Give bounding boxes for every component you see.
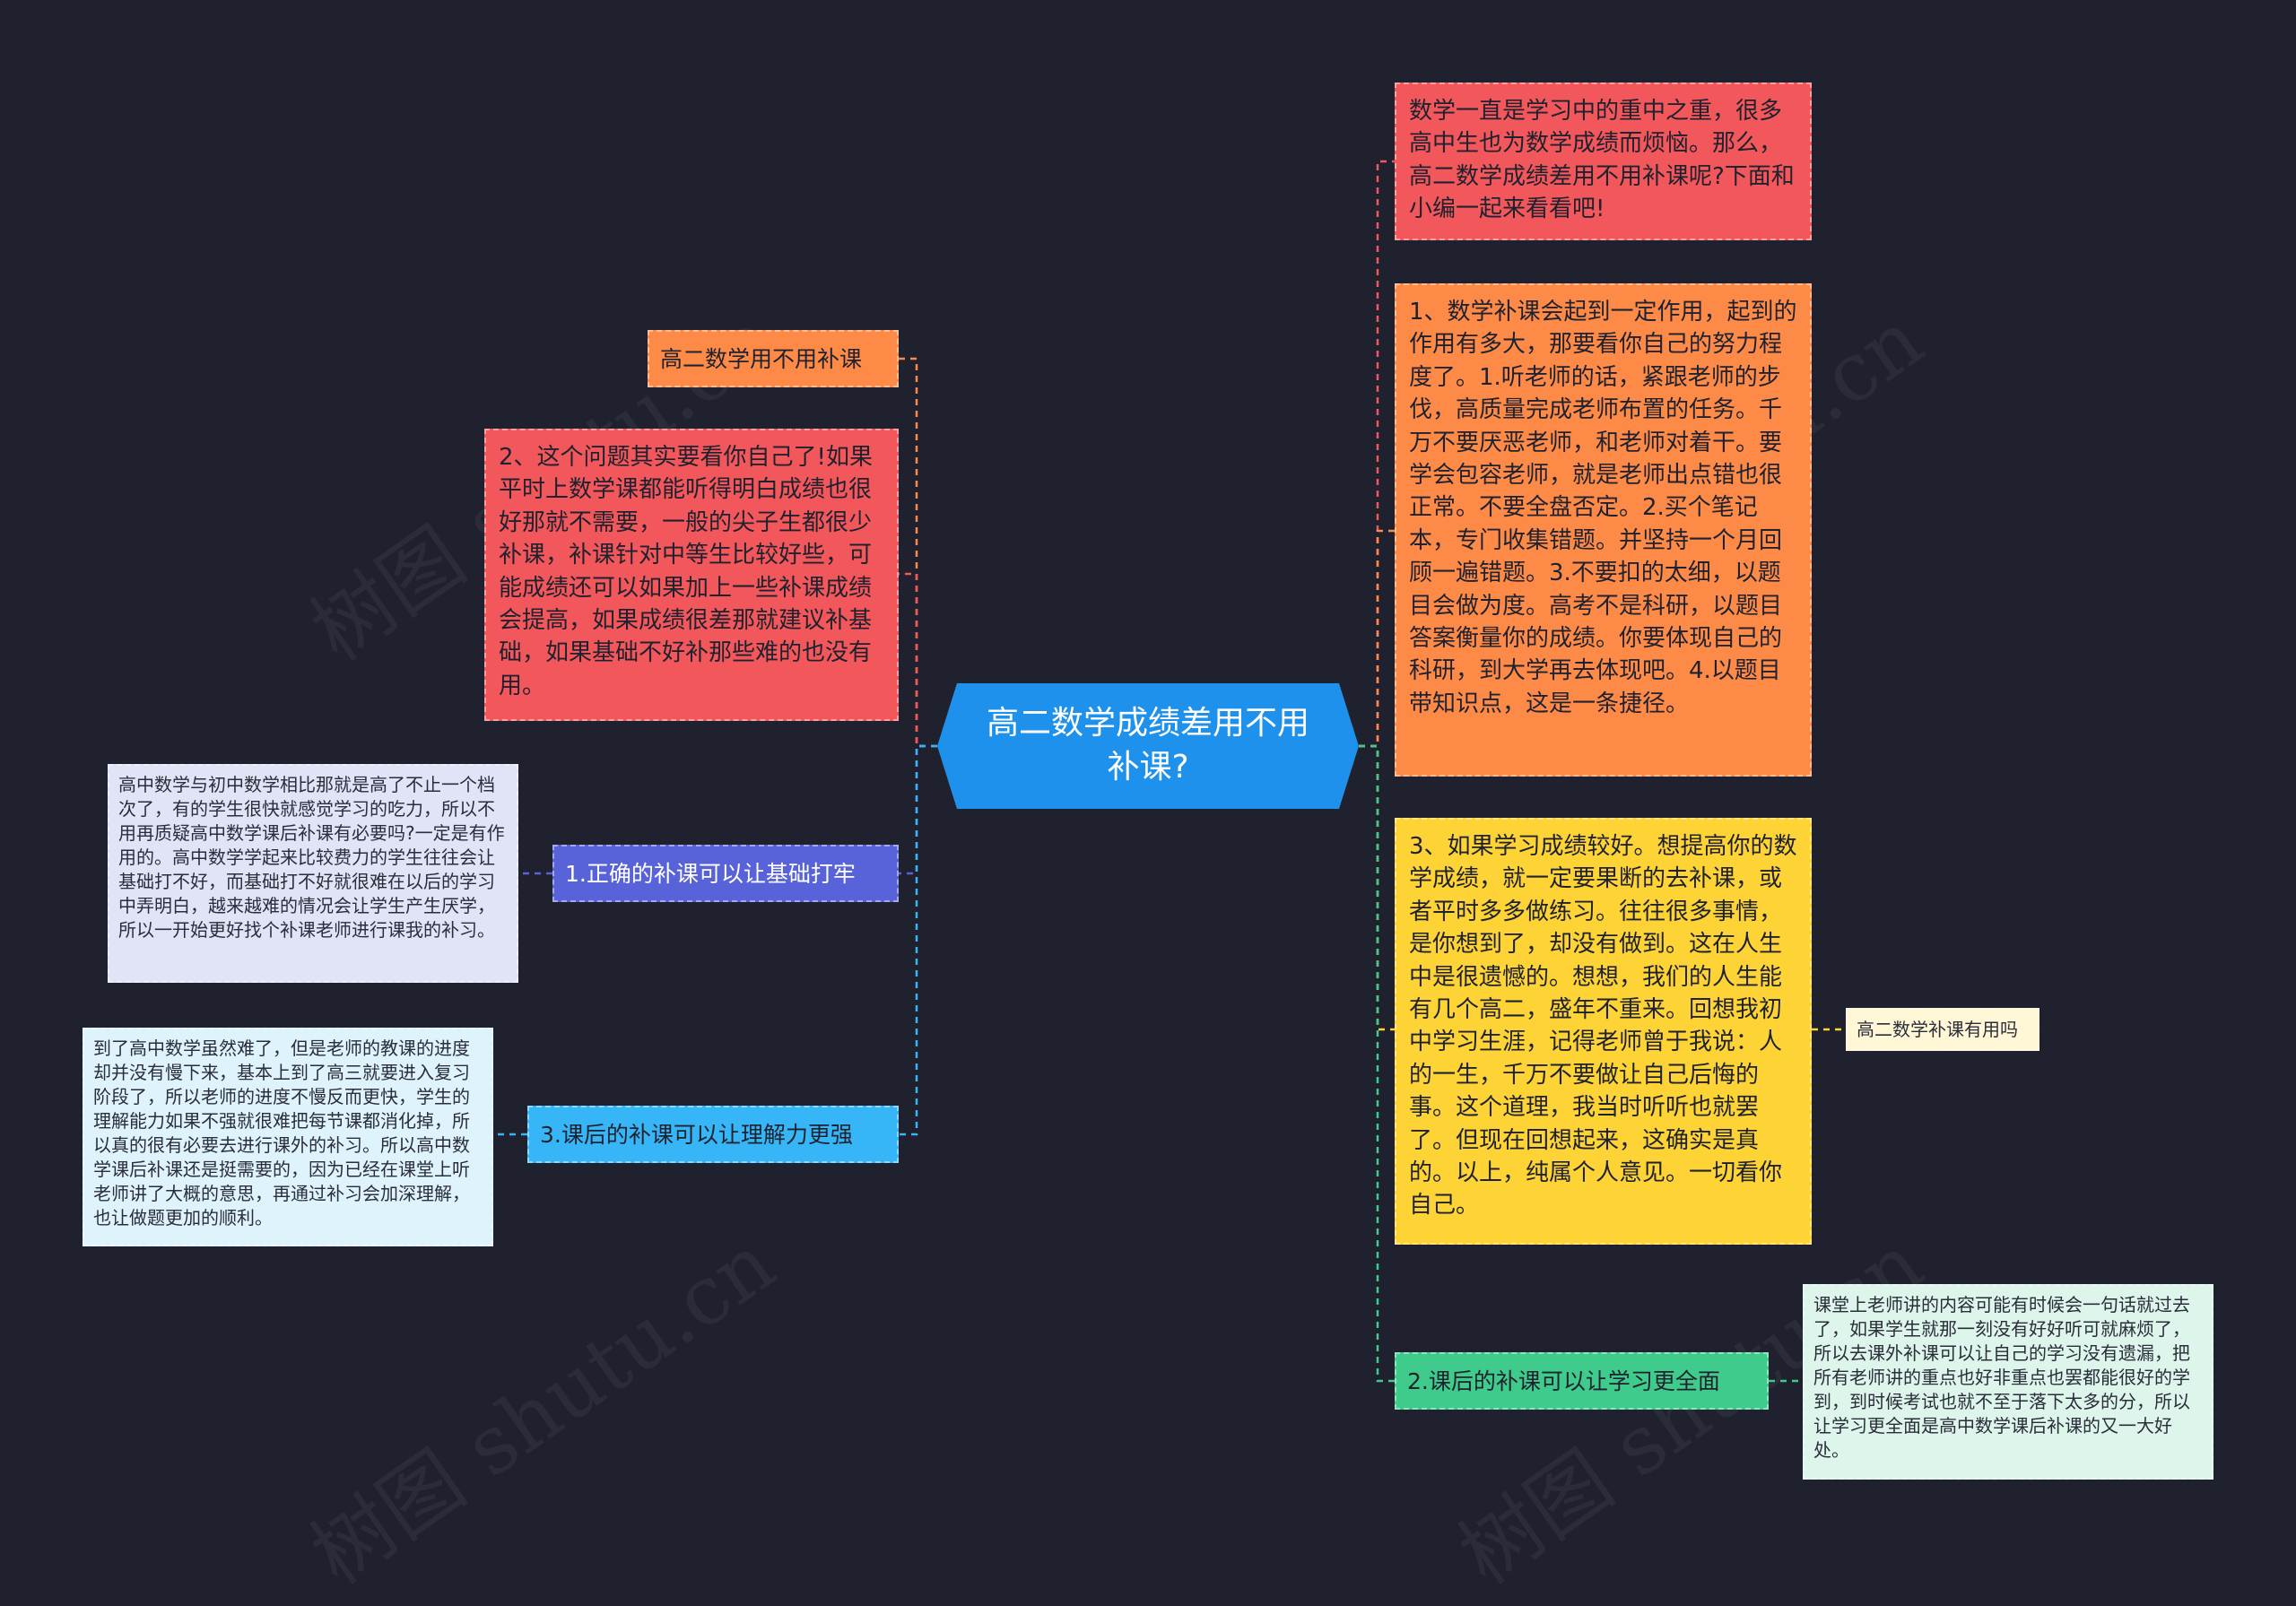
node-right-answer-3[interactable]: 3、如果学习成绩较好。想提高你的数学成绩，就一定要果断的去补课，或者平时多多做练… [1395,818,1812,1245]
node-right-intro[interactable]: 数学一直是学习中的重中之重，很多高中生也为数学成绩而烦恼。那么，高二数学成绩差用… [1395,82,1812,240]
node-answer3-tag-text: 高二数学补课有用吗 [1857,1019,2018,1040]
link-right-answer1 [1359,529,1395,748]
node-right-answer-1-text: 1、数学补课会起到一定作用，起到的作用有多大，那要看你自己的努力程度了。1.听老… [1409,299,1797,717]
node-branch2-detail[interactable]: 课堂上老师讲的内容可能有时候会一句话就过去了，如果学生就那一刻没有好好听可就麻烦… [1803,1284,2213,1480]
link-left-branch3 [899,744,937,1136]
node-branch1-label[interactable]: 1.正确的补课可以让基础打牢 [552,845,899,902]
root-node[interactable]: 高二数学成绩差用不用补课? [937,683,1359,809]
node-right-answer-3-text: 3、如果学习成绩较好。想提高你的数学成绩，就一定要果断的去补课，或者平时多多做练… [1409,833,1797,1220]
root-node-text: 高二数学成绩差用不用补课? [986,705,1309,786]
node-right-intro-text: 数学一直是学习中的重中之重，很多高中生也为数学成绩而烦恼。那么，高二数学成绩差用… [1409,98,1795,223]
node-left-answer-2[interactable]: 2、这个问题其实要看你自己了!如果平时上数学课都能听得明白成绩也很好那就不需要，… [484,429,899,721]
link-left-branch1 [899,744,937,875]
node-branch2-label[interactable]: 2.课后的补课可以让学习更全面 [1395,1352,1769,1410]
node-branch3-detail-text: 到了高中数学虽然难了，但是老师的教课的进度却并没有慢下来，基本上到了高三就要进入… [93,1037,470,1228]
node-right-answer-1[interactable]: 1、数学补课会起到一定作用，起到的作用有多大，那要看你自己的努力程度了。1.听老… [1395,283,1812,777]
node-left-title-text: 高二数学用不用补课 [660,345,863,372]
node-left-answer-2-text: 2、这个问题其实要看你自己了!如果平时上数学课都能听得明白成绩也很好那就不需要，… [499,444,873,699]
node-branch3-detail[interactable]: 到了高中数学虽然难了，但是老师的教课的进度却并没有慢下来，基本上到了高三就要进入… [83,1028,493,1246]
connector-lines [493,160,1846,1383]
link-right-intro [1359,160,1395,748]
link-left-title [899,357,937,748]
node-branch3-label[interactable]: 3.课后的补课可以让理解力更强 [527,1106,899,1163]
node-branch1-detail[interactable]: 高中数学与初中数学相比那就是高了不止一个档次了，有的学生很快就感觉学习的吃力，所… [108,764,518,983]
node-branch3-label-text: 3.课后的补课可以让理解力更强 [540,1121,853,1148]
node-branch2-label-text: 2.课后的补课可以让学习更全面 [1407,1367,1720,1394]
node-branch1-label-text: 1.正确的补课可以让基础打牢 [565,860,856,887]
node-branch2-detail-text: 课堂上老师讲的内容可能有时候会一句话就过去了，如果学生就那一刻没有好好听可就麻烦… [1813,1294,2190,1461]
link-right-branch2 [1359,744,1395,1383]
node-answer3-tag[interactable]: 高二数学补课有用吗 [1846,1008,2039,1051]
node-branch1-detail-text: 高中数学与初中数学相比那就是高了不止一个档次了，有的学生很快就感觉学习的吃力，所… [118,774,505,941]
node-left-title[interactable]: 高二数学用不用补课 [648,330,899,387]
link-left-answer2 [899,572,937,748]
